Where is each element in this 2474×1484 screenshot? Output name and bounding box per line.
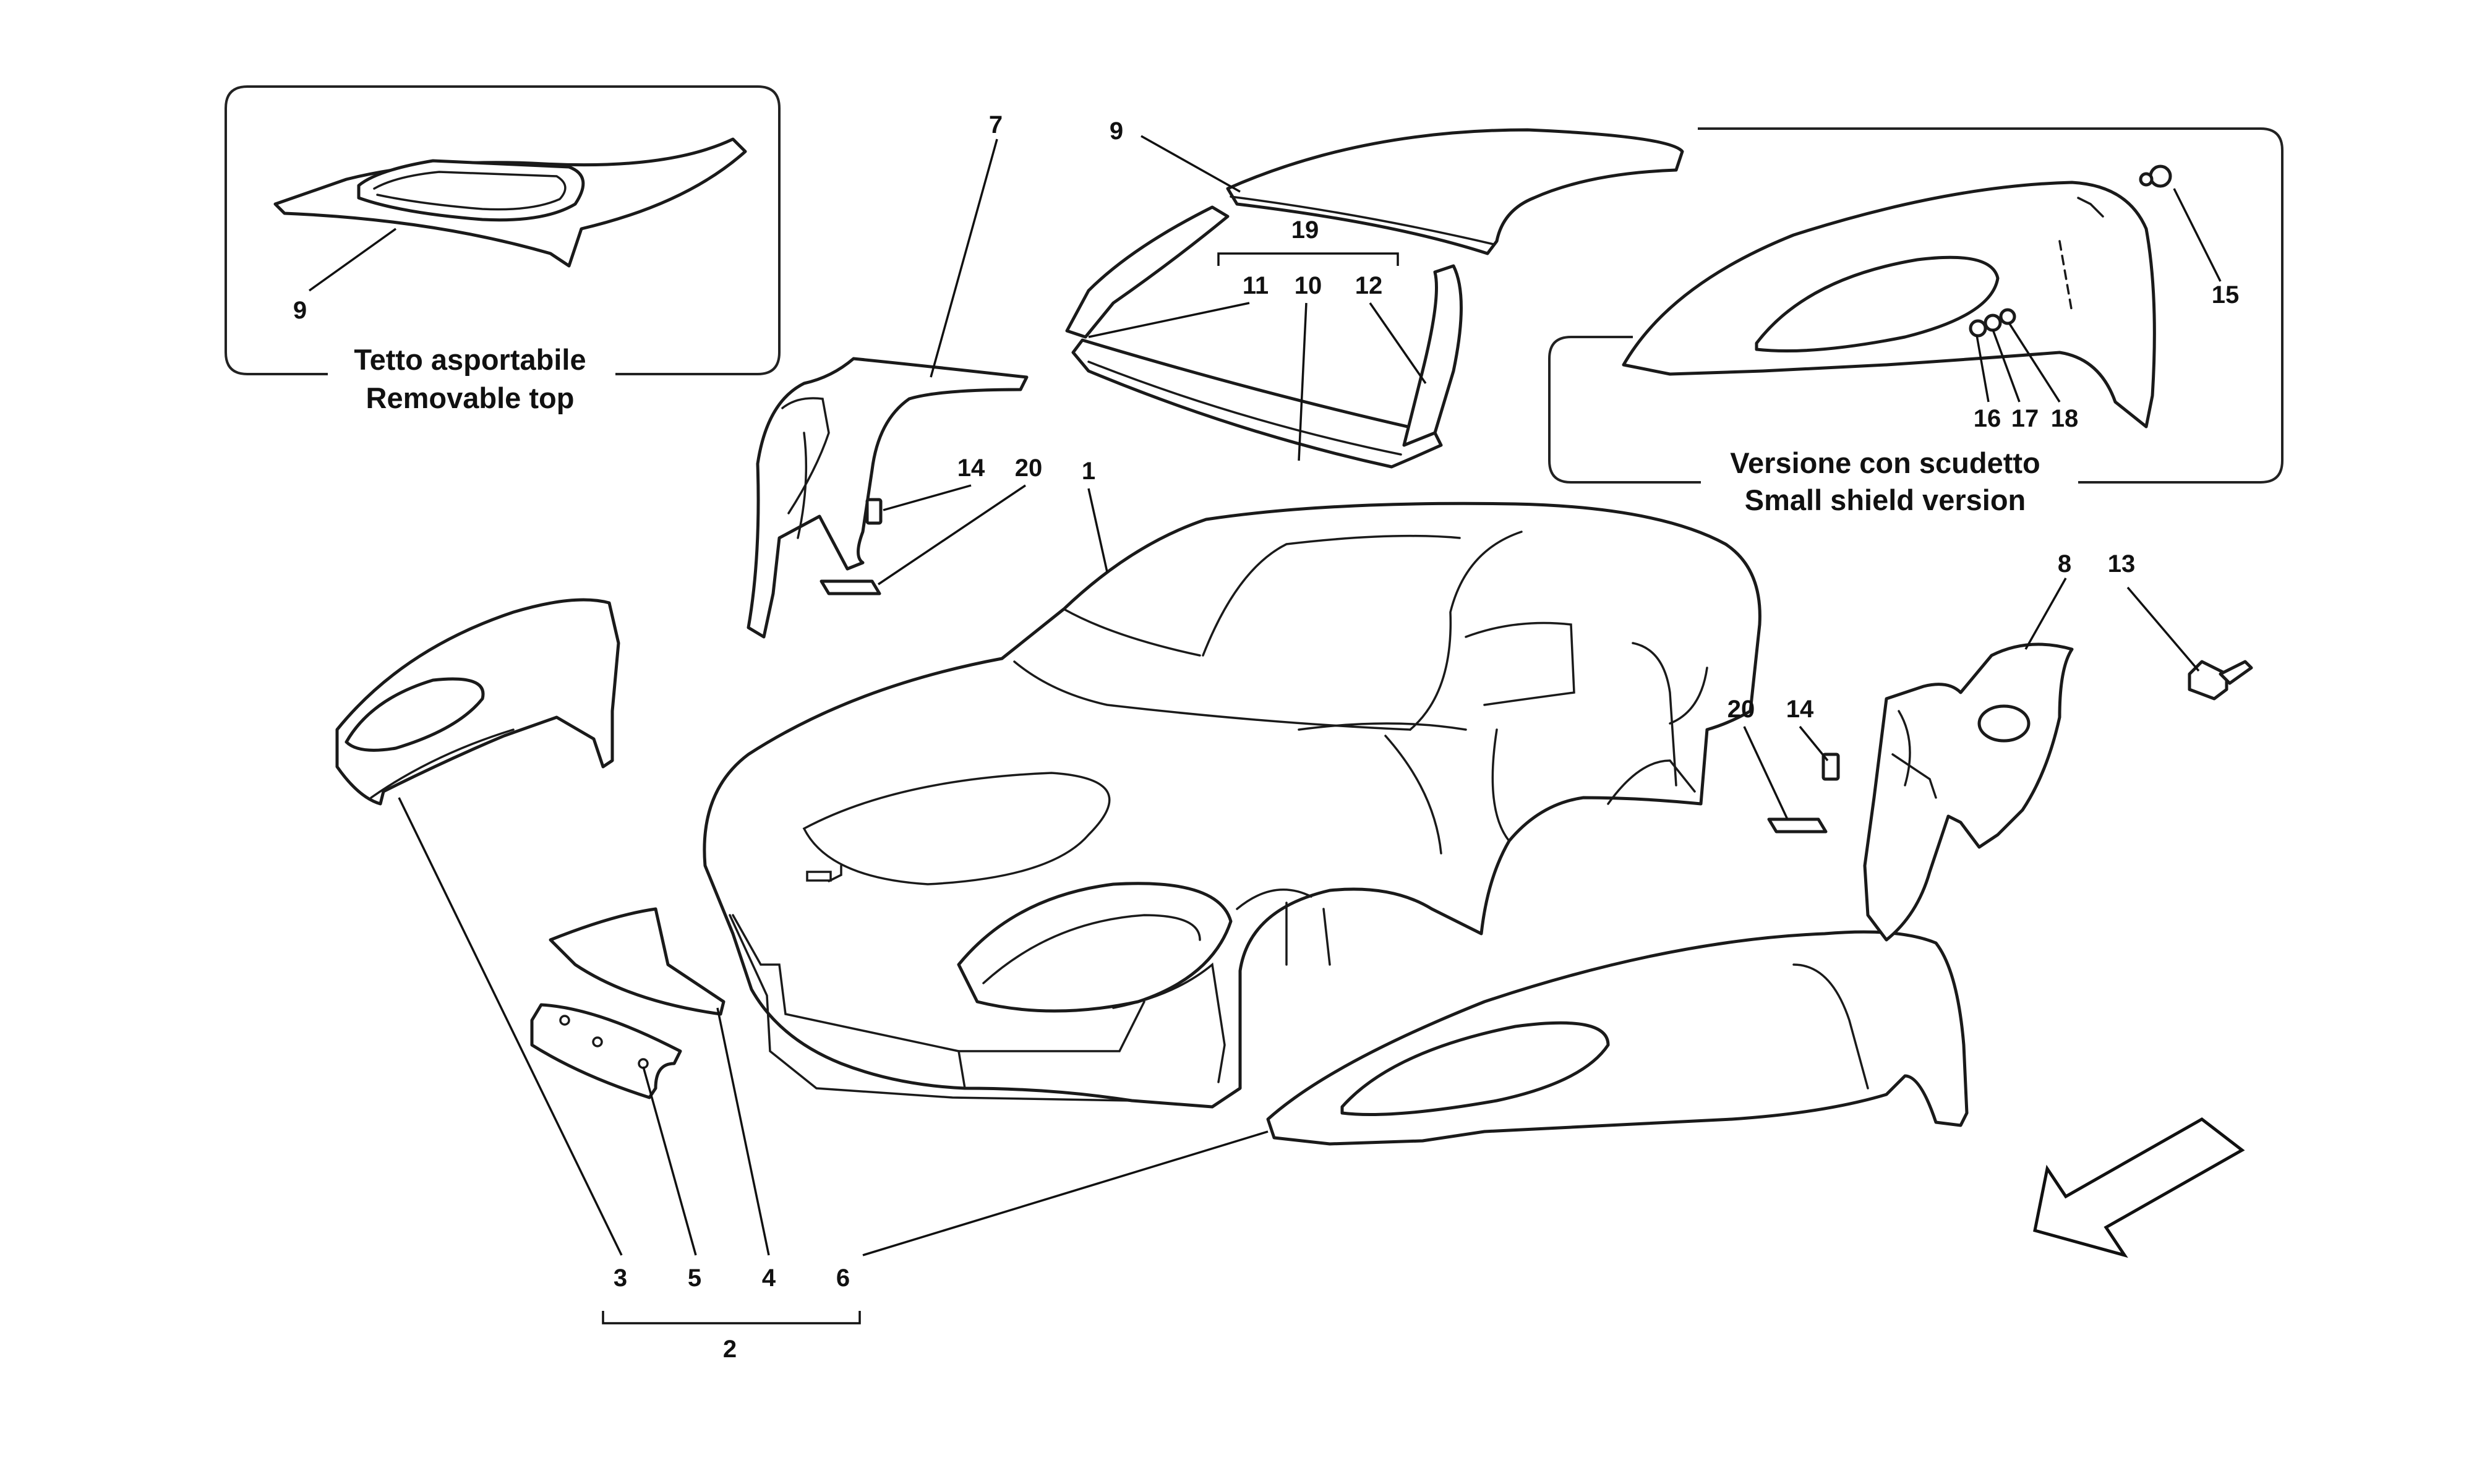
removable-top-panel — [273, 137, 747, 268]
leader-18 — [2008, 322, 2061, 403]
leader-16 — [1975, 335, 1990, 403]
callout-9-main: 9 — [1110, 117, 1123, 145]
callout-2: 2 — [723, 1336, 737, 1363]
leader-12 — [1369, 302, 1427, 384]
removable-top-title-it: Tetto asportabile — [354, 343, 586, 376]
front-direction-arrow-icon — [2033, 1117, 2245, 1258]
leader-14-right — [1799, 725, 1829, 762]
front-strip-upper — [549, 907, 726, 1016]
leader-17 — [1992, 329, 2021, 403]
callout-1: 1 — [1082, 458, 1095, 485]
leader-13 — [2126, 586, 2200, 672]
callout-11: 11 — [1243, 272, 1269, 299]
left-rear-fender — [1266, 930, 1969, 1146]
leader-7 — [930, 139, 998, 378]
right-inner-quarter-panel — [1863, 642, 2074, 942]
pad-20-right — [1767, 817, 1828, 834]
callout-20-right: 20 — [1727, 696, 1755, 723]
removable-top-frame — [225, 85, 781, 375]
leader-10 — [1298, 302, 1308, 461]
leader-14-left — [883, 484, 972, 511]
pad-20-left — [820, 579, 881, 595]
shield-version-inset: 15 16 17 18 Versione con scudetto Small … — [1548, 127, 2284, 516]
leader-5 — [642, 1066, 697, 1256]
leader-15 — [2173, 188, 2222, 282]
callout-9-inset: 9 — [293, 297, 307, 324]
leader-6 — [862, 1130, 1269, 1256]
callout-14-left: 14 — [957, 454, 985, 482]
callout-12: 12 — [1355, 272, 1383, 299]
callout-8: 8 — [2058, 550, 2071, 578]
roof-panel — [1226, 128, 1684, 255]
callout-3: 3 — [614, 1264, 627, 1292]
callout-16: 16 — [1974, 405, 2001, 432]
windshield-frame — [1065, 205, 1463, 469]
callout-18: 18 — [2051, 405, 2079, 432]
callout-5: 5 — [688, 1264, 701, 1292]
shield-fasteners — [1969, 308, 2016, 338]
small-plug-14-left — [865, 498, 883, 525]
callout-17: 17 — [2011, 405, 2039, 432]
front-left-fender — [335, 598, 620, 806]
removable-top-inset: 9 Tetto asportabile Removable top — [225, 85, 781, 414]
shield-version-title-en: Small shield version — [1745, 484, 2026, 516]
leader-8 — [2024, 578, 2067, 650]
callout-14-right: 14 — [1786, 696, 1814, 723]
callout-20-left: 20 — [1015, 454, 1043, 482]
callout-7: 7 — [989, 111, 1003, 139]
bracket-2 — [602, 1311, 861, 1324]
rear-fender-shield — [1622, 181, 2156, 429]
callout-19: 19 — [1291, 216, 1319, 244]
removable-top-title-en: Removable top — [366, 382, 575, 414]
leader-9-inset — [308, 228, 397, 292]
shield-version-frame — [1548, 127, 2284, 484]
callout-6: 6 — [836, 1264, 850, 1292]
shield-emblem — [2139, 164, 2172, 188]
bolt-13 — [2188, 660, 2253, 701]
callout-15: 15 — [2212, 281, 2240, 309]
bracket-19 — [1217, 252, 1399, 266]
leader-4 — [716, 1007, 770, 1256]
leader-3 — [398, 797, 623, 1256]
front-strip-lower — [530, 1003, 682, 1099]
leader-11 — [1088, 302, 1250, 338]
main-body-shell — [703, 501, 1761, 1109]
leader-9-main — [1141, 135, 1241, 193]
left-inner-quarter-panel — [747, 357, 1029, 639]
leader-20-left — [878, 484, 1026, 586]
callout-4: 4 — [762, 1264, 776, 1292]
shield-version-title-it: Versione con scudetto — [1730, 446, 2040, 479]
callout-10: 10 — [1295, 272, 1322, 299]
callout-13: 13 — [2108, 550, 2136, 578]
leader-1 — [1087, 488, 1108, 573]
leader-20-right — [1743, 726, 1789, 820]
